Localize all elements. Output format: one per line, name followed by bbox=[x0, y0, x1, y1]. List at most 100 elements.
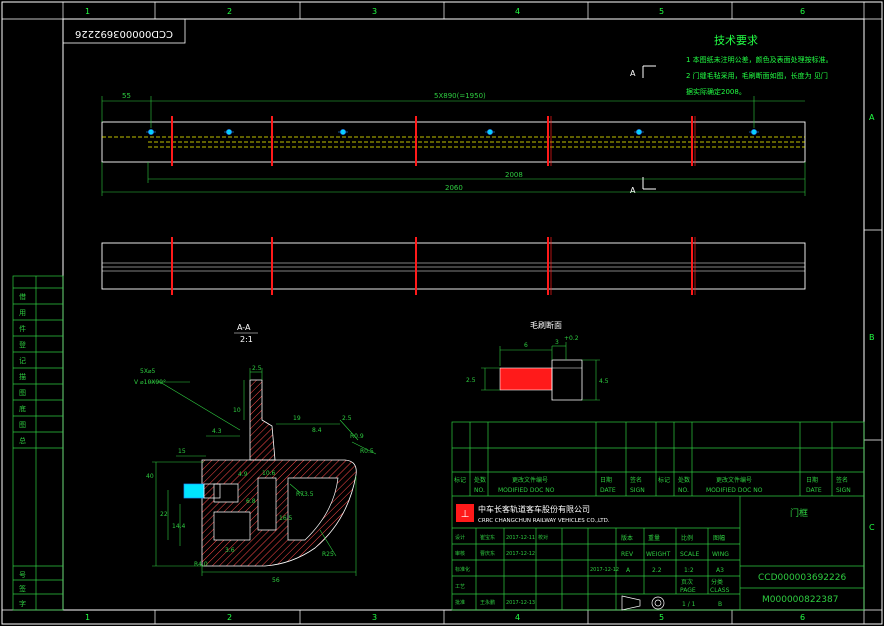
section-dim-labels: 5X⌀5 V ⌀10X90° 2.5 10 19 2.5 8.4 4.3 15 … bbox=[134, 365, 374, 584]
strip-label: 借 bbox=[19, 292, 26, 301]
strip-label: 登 bbox=[19, 340, 26, 349]
left-strip-table bbox=[12, 275, 64, 611]
dim-label: R73.5 bbox=[296, 491, 314, 498]
dim-label: R4.0 bbox=[194, 561, 208, 568]
role-std: 标准化 bbox=[455, 566, 470, 573]
date-2: 2017-12-12 bbox=[506, 551, 535, 557]
zone-number: 4 bbox=[515, 613, 520, 622]
zone-number: 1 bbox=[85, 613, 90, 622]
brush-dim-width: 6 bbox=[524, 342, 528, 349]
zone-number: 5 bbox=[659, 7, 664, 16]
approval-roles: 设计 审核 标准化 工艺 批准 校对 bbox=[455, 534, 548, 606]
zone-numbers-top: 1 2 3 4 5 6 bbox=[85, 7, 805, 16]
date-1: 2017-12-11 bbox=[506, 535, 535, 541]
strip-label: 记 bbox=[19, 357, 26, 365]
svg-text:⊥: ⊥ bbox=[461, 509, 470, 520]
strip-label: 用 bbox=[19, 309, 26, 317]
left-strip-labels: 借 用 件 登 记 描 图 底 图 总 号 签 字 bbox=[19, 292, 26, 608]
dim-label: 2.5 bbox=[252, 365, 262, 372]
col-sign-cn-2: 签名 bbox=[836, 476, 848, 484]
strip-label: 件 bbox=[19, 324, 26, 333]
scale-cn: 比例 bbox=[681, 534, 693, 542]
brush-dim-tol: +0.2 bbox=[564, 335, 579, 342]
weight-en: WEIGHT bbox=[646, 551, 671, 558]
person-2: 曹庆东 bbox=[480, 550, 495, 557]
section-label-top: A bbox=[630, 69, 636, 78]
dim-label: 8.4 bbox=[312, 427, 322, 434]
section-label-bottom: A bbox=[630, 186, 636, 195]
col-mark-2: 标记 bbox=[658, 476, 670, 484]
role-approve: 批准 bbox=[455, 599, 465, 606]
zone-number: 5 bbox=[659, 613, 664, 622]
col-doc-en-2: MODIFIED DOC NO bbox=[706, 487, 763, 494]
brush-dim-top: 3 bbox=[555, 339, 559, 346]
col-sign-en-2: SIGN bbox=[836, 487, 851, 494]
dim-label: 3.6 bbox=[225, 547, 235, 554]
zone-number: 2 bbox=[227, 7, 232, 16]
col-doc-en: MODIFIED DOC NO bbox=[498, 487, 555, 494]
col-mark: 标记 bbox=[454, 476, 466, 484]
class-cn: 分类 bbox=[711, 578, 723, 586]
dim-label: 4.3 bbox=[212, 428, 222, 435]
tech-line-2: 2 门缝毛毡采用，毛刷断面如图，长度为 见门 bbox=[686, 71, 828, 80]
class-en: CLASS bbox=[710, 587, 730, 594]
page-cn: 页次 bbox=[681, 578, 693, 586]
col-count: 处数 bbox=[474, 476, 486, 484]
brush-bristles bbox=[499, 367, 553, 391]
plan-view-top bbox=[101, 116, 806, 166]
col-sign-cn: 签名 bbox=[630, 476, 642, 484]
zone-letter: B bbox=[869, 333, 875, 342]
zone-number: 2 bbox=[227, 613, 232, 622]
strip-label: 字 bbox=[19, 599, 26, 608]
section-cut-marker bbox=[642, 65, 656, 190]
role-tech: 工艺 bbox=[455, 584, 465, 590]
dim-label: R25 bbox=[322, 551, 334, 558]
dim-label: R0.9 bbox=[350, 433, 364, 440]
dim-label: 40 bbox=[146, 473, 154, 480]
col-sign-en: SIGN bbox=[630, 487, 645, 494]
tech-line-3: 据实际确定2008。 bbox=[686, 87, 746, 96]
rev-en: REV bbox=[621, 551, 634, 558]
mounting-holes bbox=[148, 129, 757, 135]
dim-label: 16.5 bbox=[279, 515, 293, 522]
brush-dim-right: 4.5 bbox=[599, 378, 609, 385]
brush-holder bbox=[551, 359, 583, 401]
zone-numbers-bottom: 1 2 3 4 5 6 bbox=[85, 613, 805, 622]
role-review: 审核 bbox=[455, 550, 465, 557]
dim-label: 10.6 bbox=[262, 470, 276, 477]
section-title: A-A bbox=[237, 323, 251, 332]
zone-number: 3 bbox=[372, 613, 377, 622]
scale-en: SCALE bbox=[680, 551, 699, 558]
approval-entries: 崔宝东 曹庆东 王永鹏 2017-12-11 2017-12-12 2017-1… bbox=[480, 534, 619, 606]
brush-insert bbox=[183, 483, 205, 499]
zone-letters: A B C bbox=[869, 113, 875, 532]
company-logo-icon bbox=[456, 504, 474, 522]
strip-label: 描 bbox=[19, 372, 26, 381]
projection-symbol-icon bbox=[621, 595, 665, 611]
zone-number: 1 bbox=[85, 7, 90, 16]
strip-label: 底 bbox=[19, 404, 26, 413]
col-date-cn: 日期 bbox=[600, 476, 612, 484]
person-3: 王永鹏 bbox=[480, 599, 495, 606]
col-date-cn-2: 日期 bbox=[806, 476, 818, 484]
col-date-en-2: DATE bbox=[806, 487, 822, 494]
wing-en: WING bbox=[712, 551, 729, 558]
strip-label: 图 bbox=[19, 389, 26, 397]
dim-label: R0.5 bbox=[360, 448, 374, 455]
top-left-code: CCD000003692226 bbox=[75, 28, 173, 39]
col-date-en: DATE bbox=[600, 487, 616, 494]
role-check: 校对 bbox=[538, 534, 548, 541]
brush-section-view bbox=[481, 342, 600, 401]
page-value: 1 / 1 bbox=[682, 601, 696, 608]
company-name-en: CRRC CHANGCHUN RAILWAY VEHICLES CO.,LTD. bbox=[478, 518, 610, 524]
rev-value: A bbox=[626, 567, 631, 574]
strip-label: 签 bbox=[19, 584, 26, 593]
size-value: A3 bbox=[716, 567, 724, 574]
dim-label: 56 bbox=[272, 577, 280, 584]
zone-number: 4 bbox=[515, 7, 520, 16]
tech-requirements: 技术要求 1 本图纸未注明公差，颜色及表面处理按标准。 2 门缝毛毡采用，毛刷断… bbox=[686, 34, 833, 96]
properties-block: 版本 REV 重量 WEIGHT 比例 SCALE 图幅 WING A 2.2 … bbox=[621, 534, 730, 608]
col-no-2: NO. bbox=[678, 487, 689, 494]
